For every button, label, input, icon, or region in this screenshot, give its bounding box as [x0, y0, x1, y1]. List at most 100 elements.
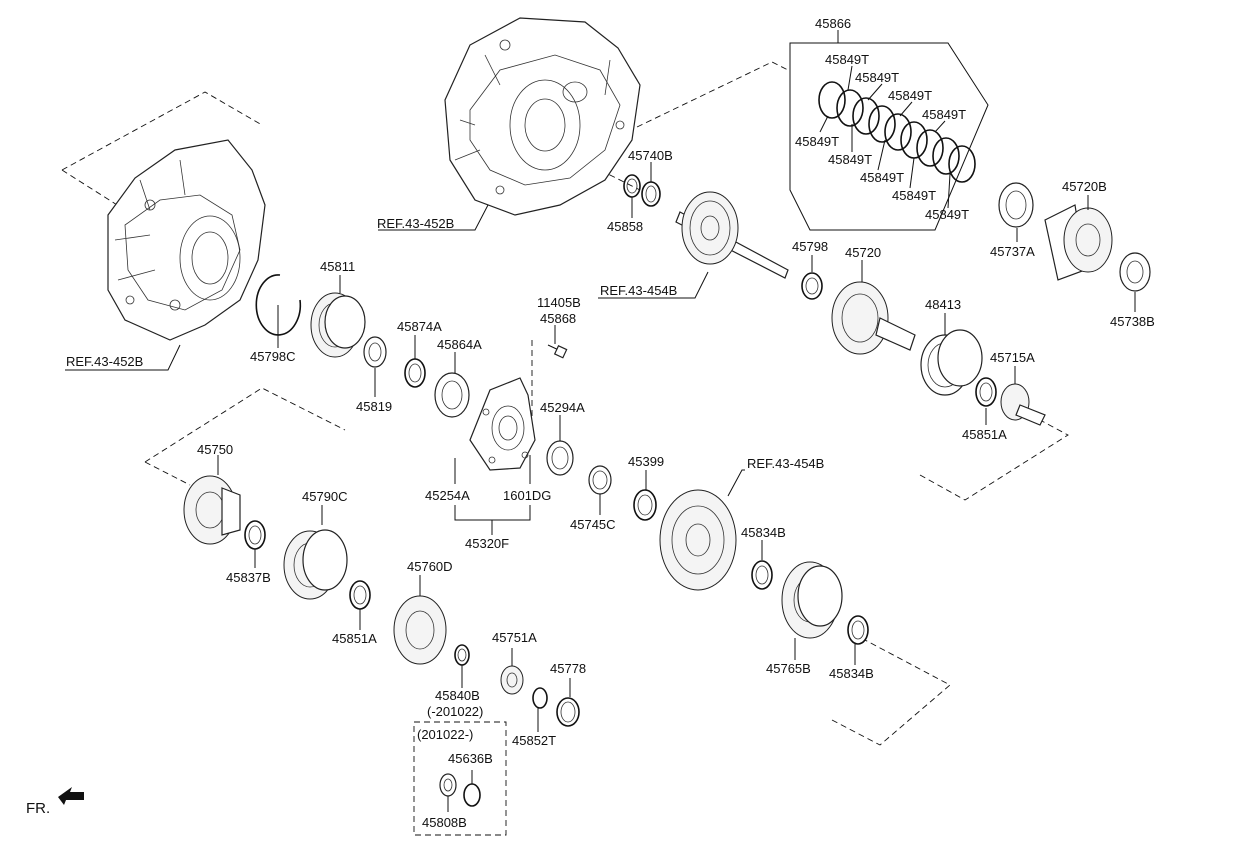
- label-45798c[interactable]: 45798C: [250, 349, 296, 364]
- label-45819[interactable]: 45819: [356, 399, 392, 414]
- label-45849t[interactable]: 45849T: [795, 134, 839, 149]
- label-45254a[interactable]: 45254A: [425, 488, 470, 503]
- label-45760d[interactable]: 45760D: [407, 559, 453, 574]
- label-45790c[interactable]: 45790C: [302, 489, 348, 504]
- ring-45852t[interactable]: [532, 687, 548, 709]
- label-45740b[interactable]: 45740B: [628, 148, 673, 163]
- leader-lines: [65, 162, 1136, 812]
- label-45720b[interactable]: 45720B: [1062, 179, 1107, 194]
- label-45852t[interactable]: 45852T: [512, 733, 556, 748]
- transaxle-housing-left[interactable]: [107, 139, 266, 341]
- label-45320f[interactable]: 45320F: [465, 536, 509, 551]
- label-45808b[interactable]: 45808B: [422, 815, 467, 830]
- label-ref-43-452b[interactable]: REF.43-452B: [377, 216, 454, 231]
- label-45811[interactable]: 45811: [320, 259, 355, 274]
- label-45745c[interactable]: 45745C: [570, 517, 616, 532]
- label-45840b-date: (-201022): [427, 704, 483, 719]
- label-45294a[interactable]: 45294A: [540, 400, 585, 415]
- ring-45851a-left[interactable]: [349, 580, 371, 610]
- ring-45294a[interactable]: [546, 440, 574, 476]
- label-45851a[interactable]: 45851A: [962, 427, 1007, 442]
- label-45864a[interactable]: 45864A: [437, 337, 482, 352]
- label-1601dg[interactable]: 1601DG: [503, 488, 551, 503]
- label-date-range: (201022-): [417, 727, 473, 742]
- ring-45834b-top[interactable]: [751, 560, 773, 590]
- label-fr: FR.: [26, 800, 50, 817]
- label-ref-43-452b[interactable]: REF.43-452B: [66, 354, 143, 369]
- label-45849t[interactable]: 45849T: [828, 152, 872, 167]
- leader-lines-snap-rings: [819, 65, 951, 209]
- ring-45874a[interactable]: [404, 358, 426, 388]
- label-45636b[interactable]: 45636B: [448, 751, 493, 766]
- label-45849t[interactable]: 45849T: [825, 52, 869, 67]
- label-45737a[interactable]: 45737A: [990, 244, 1035, 259]
- label-11405b[interactable]: 11405B: [537, 295, 581, 310]
- ring-45778[interactable]: [556, 697, 580, 727]
- label-45750[interactable]: 45750: [197, 442, 233, 457]
- variant-box: [413, 721, 507, 836]
- label-45798[interactable]: 45798: [792, 239, 828, 254]
- washer-45798[interactable]: [801, 272, 823, 300]
- label-45849t[interactable]: 45849T: [922, 107, 966, 122]
- label-45849t[interactable]: 45849T: [892, 188, 936, 203]
- retainer-plate-45320f[interactable]: [469, 377, 536, 471]
- label-45738b[interactable]: 45738B: [1110, 314, 1155, 329]
- gear-ref-43-454b[interactable]: [659, 489, 737, 591]
- label-45849t[interactable]: 45849T: [925, 207, 969, 222]
- gear-45765b[interactable]: [781, 561, 843, 639]
- ring-45851a-right[interactable]: [975, 377, 997, 407]
- ring-45834b-bottom[interactable]: [847, 615, 869, 645]
- gear-45720b[interactable]: [1044, 204, 1113, 281]
- label-45765b[interactable]: 45765B: [766, 661, 811, 676]
- bearing-45864a[interactable]: [434, 372, 470, 418]
- bearing-45738b[interactable]: [1119, 252, 1151, 292]
- carrier-45750[interactable]: [183, 475, 241, 545]
- label-ref-43-454b[interactable]: REF.43-454B: [747, 456, 824, 471]
- label-ref-43-454b[interactable]: REF.43-454B: [600, 283, 677, 298]
- transaxle-housing-top[interactable]: [444, 17, 641, 216]
- label-45778[interactable]: 45778: [550, 661, 586, 676]
- label-45715a[interactable]: 45715A: [990, 350, 1035, 365]
- label-45751a[interactable]: 45751A: [492, 630, 537, 645]
- ring-45837b[interactable]: [244, 520, 266, 550]
- bearing-45819[interactable]: [363, 336, 387, 368]
- part-labels: 45866 45849T 45849T 45849T 45849T 45849T…: [26, 16, 1155, 830]
- ring-45399[interactable]: [633, 489, 657, 521]
- label-45837b[interactable]: 45837B: [226, 570, 271, 585]
- bolt-45868[interactable]: [547, 344, 568, 359]
- label-45834b[interactable]: 45834B: [829, 666, 874, 681]
- seal-45808b[interactable]: [439, 773, 457, 797]
- gear-45811[interactable]: [310, 292, 366, 358]
- snap-ring-set-box: [789, 30, 989, 231]
- washer-45740b[interactable]: [641, 181, 661, 207]
- snap-ring-45798c[interactable]: [255, 274, 302, 336]
- ring-45840b[interactable]: [454, 644, 470, 666]
- dashed-guide-lines: [61, 61, 1069, 746]
- gear-45790c[interactable]: [283, 529, 348, 600]
- ring-45636b[interactable]: [463, 783, 481, 807]
- label-45849t[interactable]: 45849T: [860, 170, 904, 185]
- label-45849t[interactable]: 45849T: [888, 88, 932, 103]
- ring-gear-48413[interactable]: [920, 329, 983, 396]
- label-45866[interactable]: 45866: [815, 16, 851, 31]
- label-45868[interactable]: 45868: [540, 311, 576, 326]
- output-shaft[interactable]: [675, 191, 789, 279]
- label-45840b[interactable]: 45840B: [435, 688, 480, 703]
- label-45720[interactable]: 45720: [845, 245, 881, 260]
- gear-45760d[interactable]: [393, 595, 447, 665]
- label-45851a[interactable]: 45851A: [332, 631, 377, 646]
- front-arrow-icon: [58, 787, 84, 805]
- label-45834b[interactable]: 45834B: [741, 525, 786, 540]
- gear-45720[interactable]: [831, 281, 916, 355]
- label-45874a[interactable]: 45874A: [397, 319, 442, 334]
- shaft-45715a[interactable]: [1000, 383, 1046, 426]
- bearing-45737a[interactable]: [998, 182, 1034, 228]
- ring-45745c[interactable]: [588, 465, 612, 495]
- gear-45751a[interactable]: [500, 665, 524, 695]
- label-48413[interactable]: 48413: [925, 297, 961, 312]
- label-45399[interactable]: 45399: [628, 454, 664, 469]
- label-45849t[interactable]: 45849T: [855, 70, 899, 85]
- label-45858[interactable]: 45858: [607, 219, 643, 234]
